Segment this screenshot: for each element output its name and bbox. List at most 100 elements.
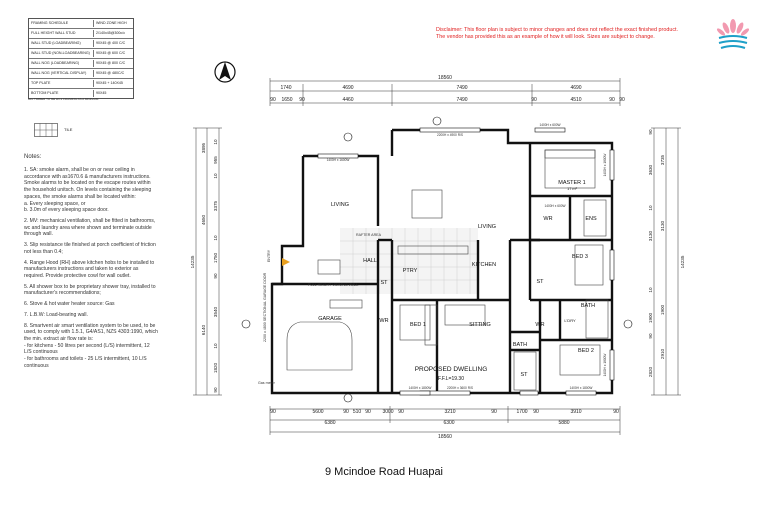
room-label-wr: WR [543,216,552,222]
dim-bottom-label: 90 [270,409,276,415]
dim-left-label: 10 [213,139,218,145]
window-label: 1400H x 1800W [409,386,432,390]
schedule-cell: 2/140x45@300c/c [96,31,126,36]
window-label: 1400H x 1800W [570,386,593,390]
property-address-caption: 9 Mcindoe Road Huapai [324,466,444,478]
dim-right-label: 1900 [660,304,665,315]
dim-right-label: 90 [648,333,653,339]
disclaimer: Disclaimer: This floor plan is subject t… [436,27,706,41]
room-label-storage: ST [380,280,388,286]
dim-left-label: 90 [213,273,218,279]
dim-top-label: 90 [531,97,537,103]
dim-bottom-label: 5600 [312,409,323,415]
dim-left-label: 3895 [201,142,206,153]
entry-arrow-icon [282,258,290,266]
schedule-row: WALL NOG (LOADBEARING) 90X45 @ 800 C/C [29,58,133,68]
room-label-storage: ST [536,279,544,285]
notes-title: Notes: [24,154,42,160]
note-item: 8. Smartvent air smart ventilation syste… [24,322,158,369]
room-label-bed1: BED 1 [410,322,426,328]
schedule-cell: WALL NOG (VERTICAL DISPLAY) [29,70,94,77]
schedule-row: WALL NOG (VERTICAL DISPLAY) 90X45 @ 480C… [29,68,133,78]
dim-right-label: 1900 [648,312,653,323]
dim-top-label: 90 [299,97,305,103]
dim-top-label: 90 [270,97,276,103]
dim-right-label: 3630 [648,164,653,175]
schedule-cell: 90X45 [96,91,107,96]
entry-label: ENTRY [267,249,271,262]
dim-bottom-label: 510 [353,409,362,415]
note-item: 1. SA: smoke alarm, shall be on or near … [24,166,152,214]
dim-bottom-label: 90 [613,409,619,415]
schedule-row: TOP PLATE 90X45 + 140X45 [29,78,133,88]
dim-bottom-label: 90 [491,409,497,415]
note-item: 3. Slip resistance tile finished at porc… [24,242,156,255]
room-label-bath: BATH [513,342,527,348]
dim-bottom-label: 6300 [443,420,454,426]
dim-top-label: 90 [619,97,625,103]
window-label: 1400H x 1800W [603,154,607,177]
window-label: 1400H x 600W [539,123,560,127]
dim-bottom-label: 90 [398,409,404,415]
dim-bottom-label: 3210 [444,409,455,415]
dim-top-overall: 18560 [438,75,452,81]
tile-legend-label: TILE [64,127,73,132]
window-label: 2200H x 3600 R/S [447,386,473,390]
schedule-cell: 90X45 @ 800 C/C [96,61,126,66]
rafter-area-label: RAFTER AREA [356,233,382,237]
dim-top-label: 7490 [456,85,467,91]
framing-schedule-table: FRAMING SCHEDULE WIND ZONE HIGH FULL HEI… [28,18,134,99]
dim-top-label: 4460 [342,97,353,103]
schedule-cell: TOP PLATE [29,80,94,87]
schedule-header-row: FRAMING SCHEDULE WIND ZONE HIGH [29,19,133,28]
schedule-note: ALL TIMBER TO BE H1.2 FRAMING AS A MINIM… [28,97,99,101]
schedule-header-cell: WIND ZONE HIGH [96,21,127,26]
proposed-dwelling-label: PROPOSED DWELLING [415,366,488,373]
dim-left-label: 1750 [213,252,218,263]
room-label-pantry: PTRY [403,268,418,274]
schedule-cell: WALL STUD (NON-LOADBEARING) [29,50,94,57]
schedule-cell: 90X45 @ 480C/C [96,71,125,76]
section-marker-icon [241,116,633,403]
schedule-row: WALL STUD (LOADBEARING) 90X45 @ 400 C/C [29,38,133,48]
window-label: 2200H x 4900 R/S [437,133,463,137]
window-label: 1400H x 1800W [603,354,607,377]
note-item: 4. Range Hood (RH) above kitchen hobs to… [24,259,155,279]
schedule-cell: FULL HEIGHT WALL STUD [29,30,94,37]
dim-right-overall: 14235 [680,255,685,268]
dim-left-label: 90 [213,387,218,393]
room-label-sitting: SITTING [469,322,491,328]
schedule-cell: 90X45 @ 400 C/C [96,41,126,46]
dim-top-label: 1650 [281,97,292,103]
dim-left-label: 10 [213,343,218,349]
dim-left-label: 3540 [213,306,218,317]
schedule-row: BOTTOM PLATE 90X45 [29,88,133,98]
dim-left-label: 4650 [201,214,206,225]
dim-right-label: 10 [648,205,653,211]
dim-top-label: 4510 [570,97,581,103]
room-label-wr: WR [379,318,388,324]
dim-right-label: 2820 [648,366,653,377]
room-label-master: MASTER 1 [558,180,586,186]
room-label-bath: BATH [581,303,595,309]
disclaimer-line: Disclaimer: This floor plan is subject t… [436,27,679,33]
dim-bottom-label: 90 [343,409,349,415]
dim-bottom-overall: 18560 [438,434,452,440]
schedule-cell: 90X45 + 140X45 [96,81,123,86]
schedule-cell: WALL NOG (LOADBEARING) [29,60,94,67]
room-label-laundry: L'DRY [564,318,576,323]
room-label-bed2: BED 2 [578,348,594,354]
dim-right-label: 3130 [660,220,665,231]
note-item: 2. MV: mechanical ventilation, shall be … [24,217,156,238]
room-label-kitchen: KITCHEN [472,262,496,268]
schedule-row: FULL HEIGHT WALL STUD 2/140x45@300c/c [29,28,133,38]
window-label: 1400H x 1600W [327,158,350,162]
dim-top-label: 7490 [456,97,467,103]
room-label-storage: ST [520,372,528,378]
note-item: 5. All shower box to be proprietary show… [24,283,156,297]
schedule-cell: WALL STUD (LOADBEARING) [29,40,94,47]
room-label-living-main: LIVING [478,224,496,230]
room-label-living-left: LIVING [331,202,349,208]
garage-door-label: 2200 x 4800 SECTIONAL GARAGE DOOR [263,272,267,342]
